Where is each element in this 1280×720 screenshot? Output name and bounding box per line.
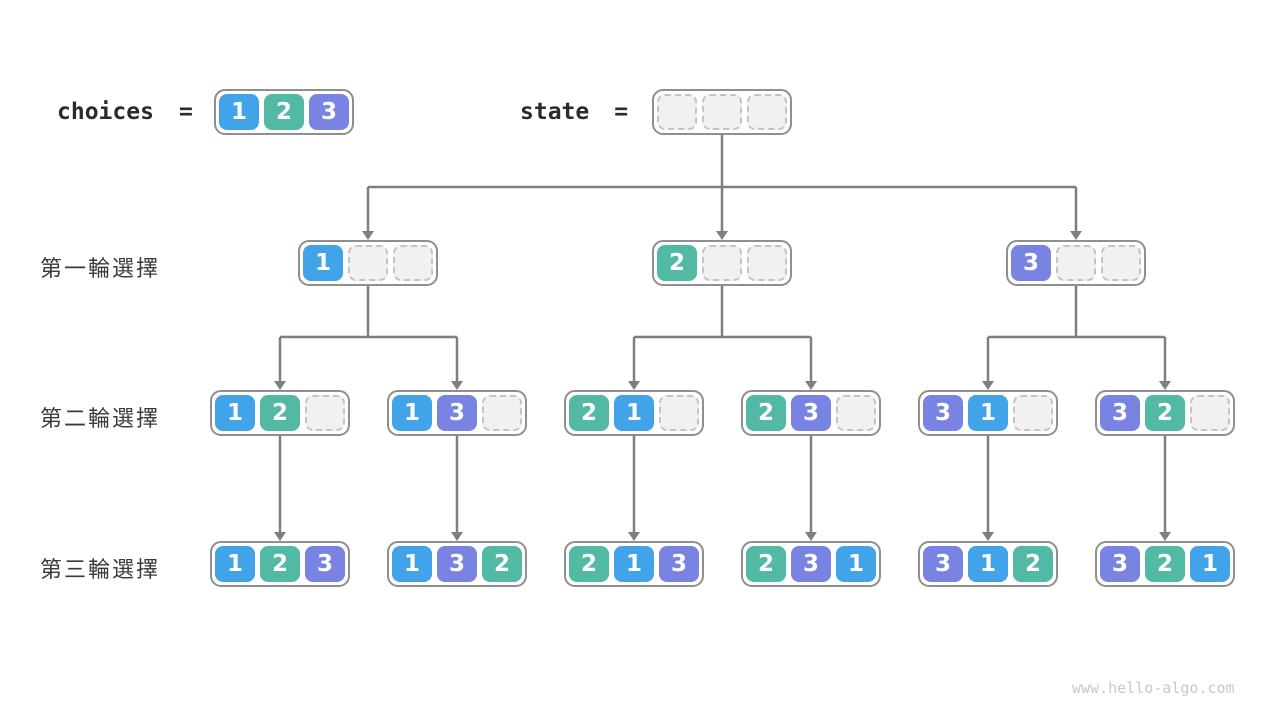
round1-row-label: 第一輪選擇 — [40, 256, 161, 281]
value-cell-3: 3 — [1100, 395, 1140, 431]
empty-cell — [657, 94, 697, 130]
state-label: state = — [520, 97, 628, 127]
arrowhead-icon — [274, 532, 286, 541]
empty-cell — [348, 245, 388, 281]
value-cell-2: 2 — [657, 245, 697, 281]
arrowhead-icon — [274, 381, 286, 390]
empty-cell — [702, 245, 742, 281]
round2-row-label: 第二輪選擇 — [40, 406, 161, 431]
empty-cell — [747, 94, 787, 130]
arrowhead-icon — [982, 381, 994, 390]
state-label-text: state — [520, 99, 590, 125]
value-cell-1: 1 — [392, 546, 432, 582]
value-cell-2: 2 — [746, 546, 786, 582]
arrowhead-icon — [628, 532, 640, 541]
empty-cell — [702, 94, 742, 130]
empty-cell — [1101, 245, 1141, 281]
state-box-root — [652, 89, 792, 135]
arrowhead-icon — [628, 381, 640, 390]
arrowhead-icon — [1070, 231, 1082, 240]
value-cell-1: 1 — [219, 94, 259, 130]
arrowhead-icon — [1159, 381, 1171, 390]
arrowhead-icon — [805, 532, 817, 541]
arrowhead-icon — [982, 532, 994, 541]
value-cell-2: 2 — [569, 395, 609, 431]
value-cell-1: 1 — [614, 395, 654, 431]
value-cell-2: 2 — [260, 546, 300, 582]
value-cell-3: 3 — [1100, 546, 1140, 582]
choices-label-text: choices — [57, 99, 154, 125]
arrowhead-icon — [716, 231, 728, 240]
state-box-r1-2: 3 — [1006, 240, 1146, 286]
empty-cell — [1190, 395, 1230, 431]
empty-cell — [1056, 245, 1096, 281]
empty-cell — [305, 395, 345, 431]
value-cell-2: 2 — [746, 395, 786, 431]
watermark: www.hello-algo.com — [1072, 679, 1235, 697]
choices-label: choices = — [57, 97, 193, 127]
value-cell-1: 1 — [614, 546, 654, 582]
arrowhead-icon — [451, 532, 463, 541]
empty-cell — [482, 395, 522, 431]
value-cell-2: 2 — [569, 546, 609, 582]
state-box-r1-1: 2 — [652, 240, 792, 286]
value-cell-2: 2 — [1013, 546, 1053, 582]
empty-cell — [747, 245, 787, 281]
value-cell-1: 1 — [1190, 546, 1230, 582]
empty-cell — [1013, 395, 1053, 431]
value-cell-3: 3 — [437, 395, 477, 431]
value-cell-2: 2 — [260, 395, 300, 431]
value-cell-3: 3 — [309, 94, 349, 130]
empty-cell — [393, 245, 433, 281]
arrowhead-icon — [362, 231, 374, 240]
value-cell-1: 1 — [303, 245, 343, 281]
value-cell-1: 1 — [215, 546, 255, 582]
value-cell-1: 1 — [968, 546, 1008, 582]
value-cell-2: 2 — [1145, 546, 1185, 582]
empty-cell — [836, 395, 876, 431]
round3-row-label: 第三輪選擇 — [40, 557, 161, 582]
value-cell-3: 3 — [1011, 245, 1051, 281]
value-cell-3: 3 — [923, 395, 963, 431]
value-cell-3: 3 — [791, 546, 831, 582]
arrowhead-icon — [805, 381, 817, 390]
value-cell-2: 2 — [482, 546, 522, 582]
value-cell-2: 2 — [1145, 395, 1185, 431]
value-cell-3: 3 — [659, 546, 699, 582]
empty-cell — [659, 395, 699, 431]
choices-equals-sign: = — [178, 99, 193, 125]
value-cell-3: 3 — [305, 546, 345, 582]
value-cell-1: 1 — [968, 395, 1008, 431]
value-cell-1: 1 — [836, 546, 876, 582]
value-cell-1: 1 — [215, 395, 255, 431]
value-cell-3: 3 — [791, 395, 831, 431]
state-box-r1-0: 1 — [298, 240, 438, 286]
value-cell-2: 2 — [264, 94, 304, 130]
arrowhead-icon — [451, 381, 463, 390]
state-equals-sign: = — [614, 99, 629, 125]
value-cell-3: 3 — [437, 546, 477, 582]
arrowhead-icon — [1159, 532, 1171, 541]
value-cell-3: 3 — [923, 546, 963, 582]
value-cell-1: 1 — [392, 395, 432, 431]
